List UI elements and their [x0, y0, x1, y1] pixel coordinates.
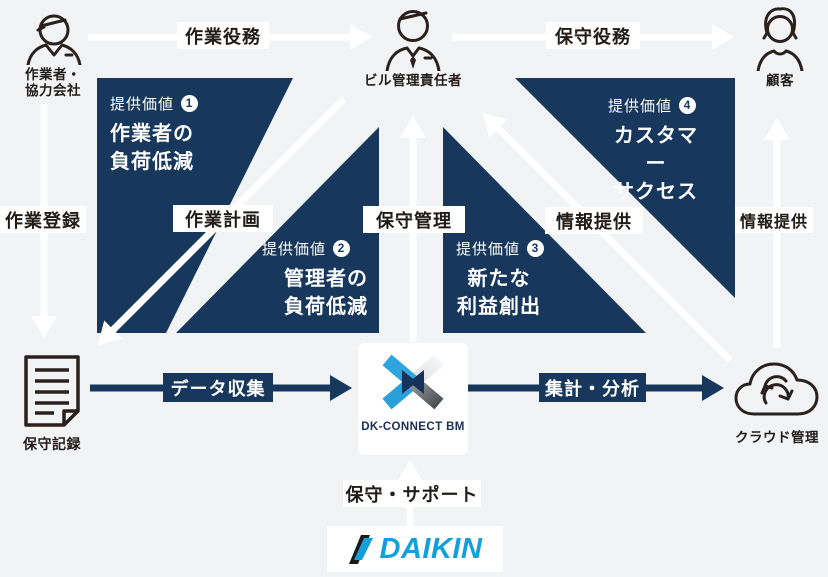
triangle-value-3 [443, 127, 646, 333]
customer-icon [756, 7, 804, 71]
value-1-heading: 提供価値 1 [110, 93, 199, 114]
dk-connect-box: DK-CONNECT BM [358, 343, 468, 455]
value-4-title: カスタマー サクセス [614, 125, 698, 203]
triangle-value-2 [176, 127, 379, 333]
customer-label: 顧客 [766, 73, 794, 88]
document-icon [24, 355, 80, 427]
label-info-provision-center: 情報提供 [545, 207, 643, 234]
worker-label: 作業者・ 協力会社 [25, 67, 81, 98]
value-4-block: 提供価値 4 カスタマー サクセス [604, 95, 708, 206]
cloud-sync-icon [734, 362, 819, 416]
value-3-heading: 提供価値 3 [456, 238, 545, 259]
value-3-badge: 3 [527, 240, 545, 257]
value-2-badge: 2 [333, 240, 351, 257]
triangle-value-4 [515, 78, 735, 298]
daikin-swoosh-icon [348, 535, 373, 564]
value-1-block: 提供価値 1 作業者の 負荷低減 [110, 93, 199, 176]
value-3-label: 提供価値 [456, 241, 521, 258]
label-maintenance-management: 保守管理 [363, 206, 465, 233]
entity-record: 保守記録 [16, 355, 88, 452]
value-4-heading: 提供価値 4 [608, 95, 708, 116]
label-aggregation-analysis: 集計・分析 [539, 373, 646, 402]
manager-label: ビル管理責任者 [364, 73, 462, 88]
entity-cloud: クラウド管理 [729, 355, 825, 446]
value-2-block: 提供価値 2 管理者の 負荷低減 [262, 238, 368, 321]
arrow-info-provision-center [482, 112, 733, 363]
label-work-plan: 作業計画 [173, 205, 273, 232]
worker-icon [26, 14, 82, 65]
value-1-title: 作業者の 負荷低減 [110, 123, 194, 173]
entity-manager: ビル管理責任者 [348, 3, 478, 89]
record-label: 保守記録 [23, 436, 81, 452]
value-4-label: 提供価値 [608, 98, 673, 115]
entity-worker: 作業者・ 協力会社 [10, 5, 96, 99]
label-work-registration: 作業登録 [0, 206, 86, 233]
dk-connect-logo-icon [382, 354, 444, 410]
value-4-badge: 4 [679, 97, 697, 114]
value-3-block: 提供価値 3 新たな 利益創出 [456, 238, 545, 321]
label-info-provision-right: 情報提供 [735, 207, 813, 233]
cloud-label: クラウド管理 [735, 430, 819, 445]
value-2-heading: 提供価値 2 [262, 238, 368, 259]
label-data-collection: データ収集 [163, 373, 273, 402]
daikin-wordmark: DAIKIN [379, 532, 483, 565]
value-3-title: 新たな 利益創出 [457, 268, 541, 318]
manager-icon [385, 10, 441, 71]
value-1-label: 提供価値 [110, 96, 175, 113]
value-2-label: 提供価値 [262, 241, 327, 258]
value-1-badge: 1 [181, 95, 199, 112]
value-2-title: 管理者の 負荷低減 [284, 268, 368, 318]
dk-connect-wordmark: DK-CONNECT BM [361, 421, 465, 433]
daikin-logo-box: DAIKIN [327, 526, 503, 572]
label-work-service: 作業役務 [177, 22, 269, 49]
entity-customer: 顧客 [744, 3, 816, 89]
label-maintenance-support: 保守・サポート [343, 480, 481, 507]
label-maintenance-service: 保守役務 [546, 22, 640, 49]
